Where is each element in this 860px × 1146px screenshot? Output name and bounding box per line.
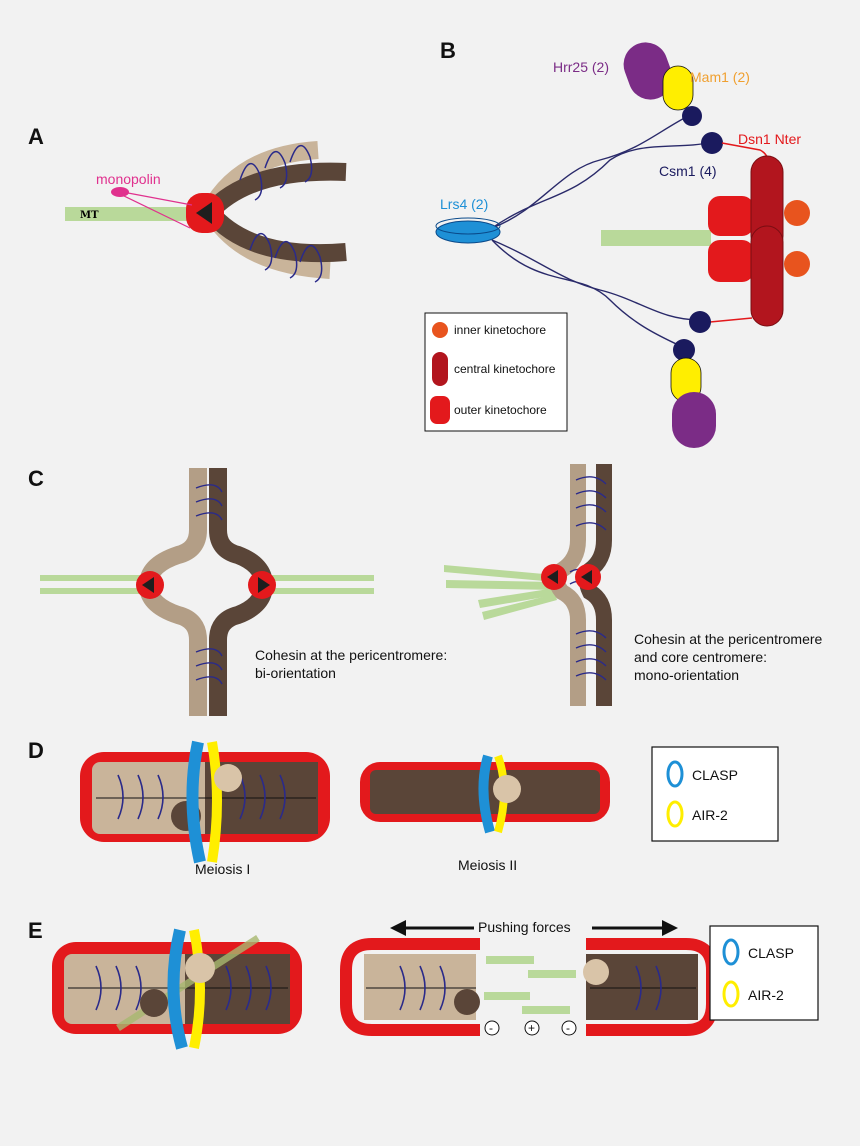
bi-orientation-caption-1: Cohesin at the pericentromere:	[255, 647, 447, 663]
bi-orientation-caption-2: bi-orientation	[255, 665, 336, 681]
csm1-lrs4-strands-bottom	[491, 239, 701, 349]
clasp-ring-d1	[186, 740, 206, 864]
air2-ring-e	[189, 929, 205, 1050]
csm1-bottom-1	[689, 311, 711, 333]
outer-kinetochore-2	[708, 240, 754, 282]
clasp-ring-e	[167, 928, 188, 1050]
legend-inner-label: inner kinetochore	[454, 323, 546, 337]
panel-a: A MT monopolin	[28, 124, 347, 283]
panel-c: C Cohesin at the pericentromere: bi-orie…	[28, 464, 823, 716]
mono-orientation-caption-3: mono-orientation	[634, 667, 739, 683]
panel-d-letter: D	[28, 738, 44, 763]
mt-label: MT	[80, 210, 99, 221]
csm1-label: Csm1 (4)	[659, 163, 717, 179]
sign-minus-left: -	[489, 1021, 493, 1035]
csm1-bottom-2	[673, 339, 695, 361]
mam1-top	[662, 65, 694, 111]
mono-microtubules	[444, 565, 557, 620]
inner-kinetochore-1	[784, 200, 810, 226]
kinetochore-arrow	[196, 202, 212, 224]
dsn1-label: Dsn1 Nter	[738, 131, 801, 147]
panel-b-letter: B	[440, 38, 456, 63]
monopolin-label: monopolin	[96, 171, 161, 187]
cohesin-rings	[239, 145, 323, 283]
sign-plus: +	[528, 1021, 535, 1035]
air2-ring-d1	[207, 741, 222, 863]
legend-d-clasp: CLASP	[692, 767, 738, 783]
legend-outer-label: outer kinetochore	[454, 403, 547, 417]
hrr25-label: Hrr25 (2)	[553, 59, 609, 75]
microtubule-b	[601, 230, 711, 246]
legend-outer-swatch	[430, 396, 450, 424]
csm1-top-1	[682, 106, 702, 126]
panel-b: B Hrr25 (2) Mam1 (2) Dsn1 Nter Csm1 (4) …	[424, 38, 810, 448]
panel-a-letter: A	[28, 124, 44, 149]
monopolin-blob	[111, 187, 129, 197]
lrs4-label: Lrs4 (2)	[440, 196, 488, 212]
mono-orientation-caption-2: and core centromere:	[634, 649, 767, 665]
mam1-label: Mam1 (2)	[690, 69, 750, 85]
legend-e-clasp: CLASP	[748, 945, 794, 961]
hrr25-top	[623, 42, 673, 100]
csm1-top-2	[701, 132, 723, 154]
sign-minus-right: -	[566, 1021, 570, 1035]
legend-e-air2: AIR-2	[748, 987, 784, 1003]
panel-c-letter: C	[28, 466, 44, 491]
pushing-forces-label: Pushing forces	[478, 919, 571, 935]
microtubule	[65, 207, 205, 221]
legend-central-label: central kinetochore	[454, 362, 556, 376]
clasp-ring-d2	[478, 754, 495, 834]
legend-central-swatch	[432, 352, 448, 386]
meiosis2-label: Meiosis II	[458, 857, 517, 873]
legend-inner-swatch	[432, 322, 448, 338]
csm1-lrs4-strands-top	[491, 113, 713, 229]
panel-e-letter: E	[28, 918, 43, 943]
meiosis1-label: Meiosis I	[195, 861, 250, 877]
inner-kinetochore-2	[784, 251, 810, 277]
central-kinetochore-2	[750, 225, 784, 327]
legend-d-air2: AIR-2	[692, 807, 728, 823]
outer-kinetochore-1	[708, 196, 754, 236]
hrr25-bottom	[672, 392, 716, 448]
panel-d-legend	[651, 746, 779, 842]
panel-d: D Meiosis I Meiosis II CLASP AIR-2	[28, 738, 779, 877]
panel-e-legend	[709, 925, 819, 1021]
mono-orientation-caption-1: Cohesin at the pericentromere	[634, 631, 823, 647]
panel-e: E Pushing forces	[28, 917, 819, 1050]
lrs4-ring	[435, 220, 501, 244]
